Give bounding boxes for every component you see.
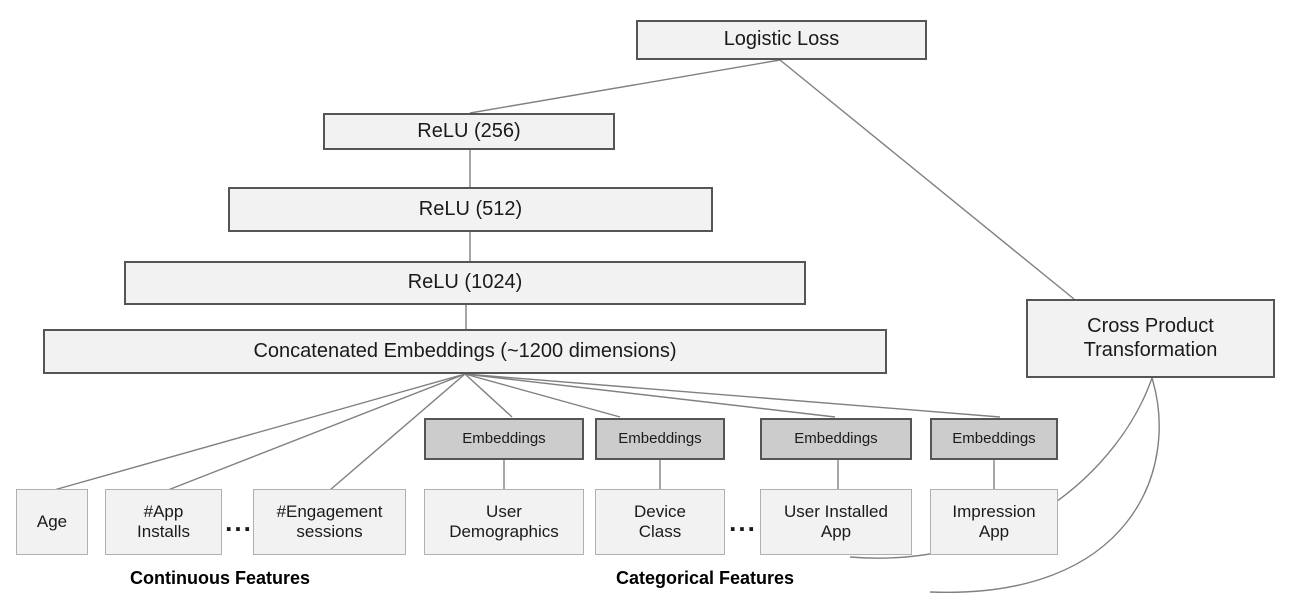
node-relu-256-label: ReLU (256) xyxy=(417,119,521,142)
node-relu-256[interactable]: ReLU (256) xyxy=(323,113,615,150)
node-feature-age[interactable]: Age xyxy=(16,489,88,555)
node-embeddings-4-label: Embeddings xyxy=(952,430,1036,448)
node-embeddings-4[interactable]: Embeddings xyxy=(930,418,1058,460)
group-label-categorical-features-text: Categorical Features xyxy=(615,568,795,588)
node-feature-user-installed-app[interactable]: User Installed App xyxy=(760,489,912,555)
node-feature-engagement-sessions-line-1: #Engagement xyxy=(276,501,383,521)
node-feature-device-class-line-2: Class xyxy=(638,522,682,541)
node-feature-device-class-line-1: Device xyxy=(634,501,686,521)
edge-concat-to-age xyxy=(53,373,466,491)
edge-concat-to-engagement-sessions xyxy=(329,373,466,491)
node-feature-user-demographics-line-2: Demographics xyxy=(449,522,559,541)
edge-concat-to-embeddings-4 xyxy=(464,373,1001,418)
edge-loss-to-relu256 xyxy=(469,59,781,114)
ellipsis-continuous: ... xyxy=(225,489,253,555)
node-embeddings-1[interactable]: Embeddings xyxy=(424,418,584,460)
node-cross-product-line-2: Transformation xyxy=(1083,338,1218,361)
node-relu-1024-label: ReLU (1024) xyxy=(407,271,523,294)
node-feature-user-installed-app-line-2: App xyxy=(820,522,852,541)
edge-concat-to-embeddings-2 xyxy=(464,373,621,418)
node-logistic-loss-label: Logistic Loss xyxy=(723,28,840,51)
edge-concat-to-app-installs xyxy=(167,373,466,491)
node-feature-age-label: Age xyxy=(36,511,68,531)
node-feature-app-installs[interactable]: #App Installs xyxy=(105,489,222,555)
node-feature-app-installs-line-1: #App xyxy=(143,501,184,521)
node-concatenated-embeddings-label: Concatenated Embeddings (~1200 dimension… xyxy=(253,339,677,362)
edge-concat-to-embeddings-1 xyxy=(464,373,513,418)
node-embeddings-2-label: Embeddings xyxy=(618,430,702,448)
group-label-categorical-features: Categorical Features xyxy=(515,568,895,589)
ellipsis-categorical-label: ... xyxy=(729,506,757,537)
edge-concat-to-embeddings-3 xyxy=(464,373,836,418)
node-cross-product-line-1: Cross Product xyxy=(1087,314,1214,337)
node-embeddings-3[interactable]: Embeddings xyxy=(760,418,912,460)
node-relu-1024[interactable]: ReLU (1024) xyxy=(124,261,806,305)
node-embeddings-1-label: Embeddings xyxy=(462,430,546,448)
node-logistic-loss[interactable]: Logistic Loss xyxy=(636,20,927,60)
node-concatenated-embeddings[interactable]: Concatenated Embeddings (~1200 dimension… xyxy=(43,329,887,374)
group-label-continuous-features-text: Continuous Features xyxy=(129,568,310,588)
node-feature-engagement-sessions-line-2: sessions xyxy=(296,522,363,541)
node-feature-engagement-sessions[interactable]: #Engagement sessions xyxy=(253,489,406,555)
node-feature-user-demographics-line-1: User xyxy=(486,501,522,521)
edge-loss-to-cross xyxy=(779,59,1075,300)
node-feature-user-installed-app-line-1: User Installed xyxy=(784,501,888,521)
node-embeddings-3-label: Embeddings xyxy=(794,430,878,448)
node-feature-impression-app[interactable]: Impression App xyxy=(930,489,1058,555)
ellipsis-continuous-label: ... xyxy=(225,506,253,537)
node-feature-impression-app-line-1: Impression xyxy=(952,501,1036,521)
ellipsis-categorical: ... xyxy=(729,489,757,555)
group-label-continuous-features: Continuous Features xyxy=(40,568,400,589)
node-relu-512-label: ReLU (512) xyxy=(418,197,523,220)
node-feature-app-installs-line-2: Installs xyxy=(137,522,190,541)
node-feature-impression-app-line-2: App xyxy=(978,522,1010,541)
edge-cross-to-impression-app xyxy=(929,377,1160,593)
node-relu-512[interactable]: ReLU (512) xyxy=(228,187,713,232)
node-feature-device-class[interactable]: Device Class xyxy=(595,489,725,555)
node-cross-product-transformation[interactable]: Cross Product Transformation xyxy=(1026,299,1275,378)
node-feature-user-demographics[interactable]: User Demographics xyxy=(424,489,584,555)
node-embeddings-2[interactable]: Embeddings xyxy=(595,418,725,460)
